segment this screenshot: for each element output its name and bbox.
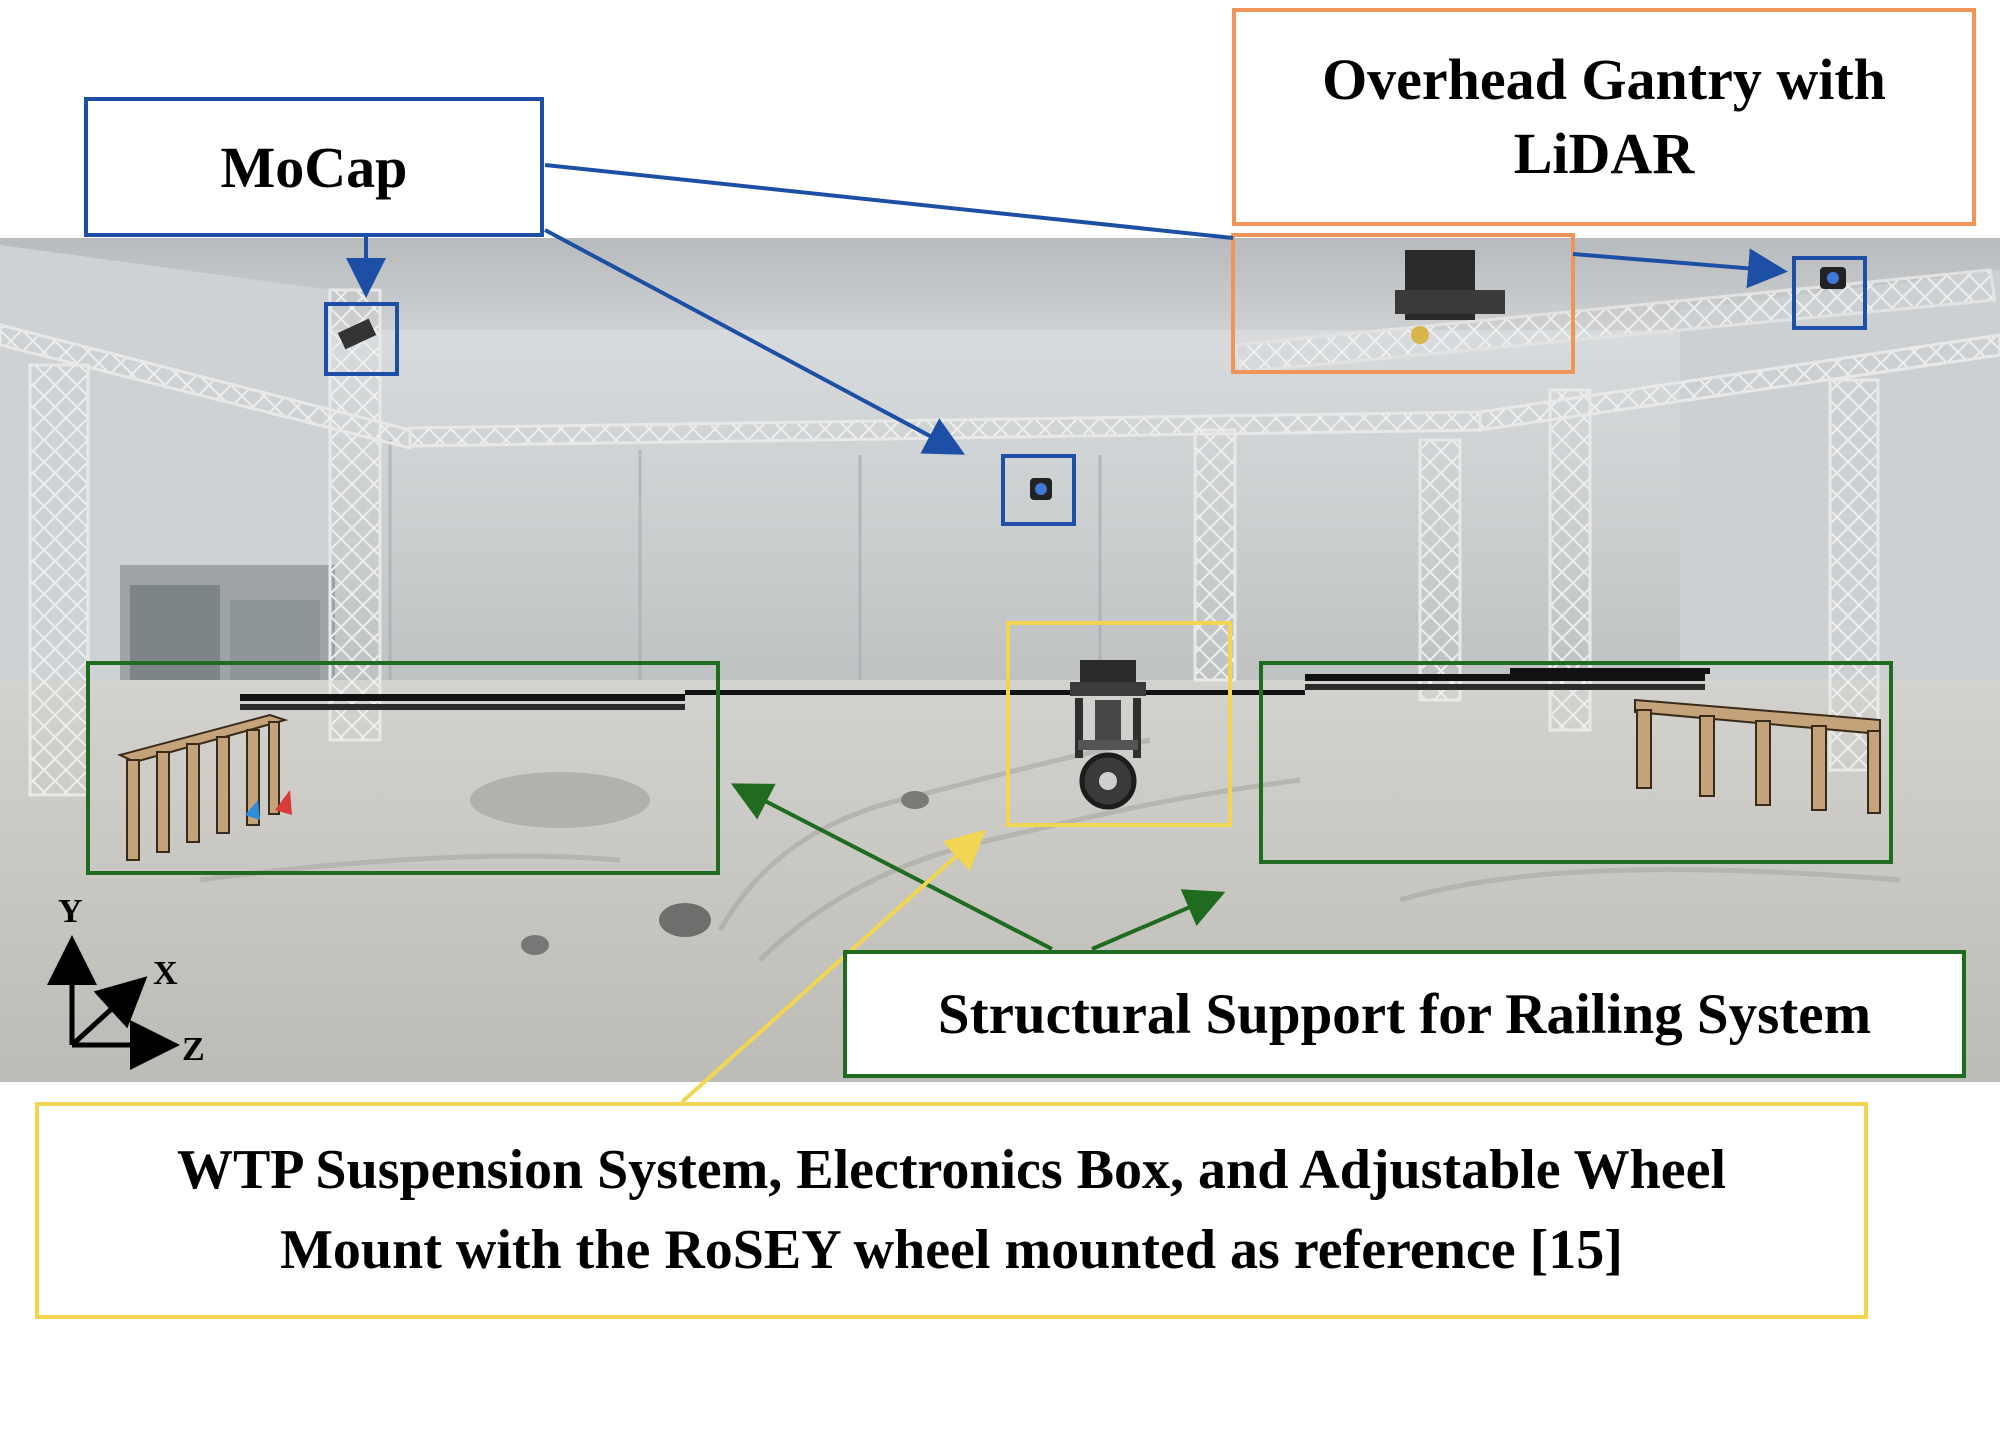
mocap-frame-left (324, 302, 399, 376)
marker-flag (275, 790, 292, 815)
wtp-platform (1070, 660, 1146, 810)
support-leader-lines (730, 783, 1226, 951)
railing-system (240, 668, 1710, 710)
wtp-frame (1006, 621, 1232, 827)
mocap-leader-lines (346, 163, 1788, 455)
mocap-label-text: MoCap (220, 134, 408, 200)
support-frame-left (86, 661, 720, 875)
wtp-suspension-label: WTP Suspension System, Electronics Box, … (35, 1102, 1868, 1319)
mocap-camera (1820, 267, 1846, 289)
support-label-text: Structural Support for Railing System (937, 982, 1872, 1046)
rock (659, 903, 711, 937)
gantry-carriage (1395, 290, 1505, 314)
structural-support-label: Structural Support for Railing System (843, 950, 1966, 1078)
mocap-frame-right (1792, 256, 1867, 330)
wtp-leader-line (680, 829, 986, 1104)
gantry-frame (1231, 233, 1575, 374)
gantry-label-line2: LiDAR (1513, 121, 1695, 186)
axis-label-y: Y (58, 893, 83, 930)
crater (470, 772, 650, 828)
right-rail-support (1634, 698, 1881, 814)
mocap-camera (337, 318, 377, 350)
mocap-label: MoCap (84, 97, 544, 237)
left-rail-support (117, 713, 289, 861)
axis-label-x: X (153, 955, 178, 992)
rock (521, 935, 549, 955)
support-frame-right (1259, 661, 1893, 864)
overhead-gantry-label: Overhead Gantry with LiDAR (1232, 8, 1976, 226)
mocap-frame-center (1001, 454, 1076, 526)
gantry-sensor (1411, 326, 1429, 344)
wtp-label-line2: Mount with the RoSEY wheel mounted as re… (280, 1218, 1623, 1281)
wtp-label-line1: WTP Suspension System, Electronics Box, … (176, 1138, 1727, 1201)
mocap-camera (1030, 478, 1052, 500)
overhead-gantry-beam (1233, 268, 1997, 374)
gantry-label-line1: Overhead Gantry with (1322, 46, 1886, 112)
truss-frame (0, 288, 2000, 797)
axis-label-z: Z (182, 1031, 205, 1068)
coordinate-axes (47, 935, 180, 1070)
marker-flag (245, 800, 260, 820)
rock (901, 791, 929, 809)
